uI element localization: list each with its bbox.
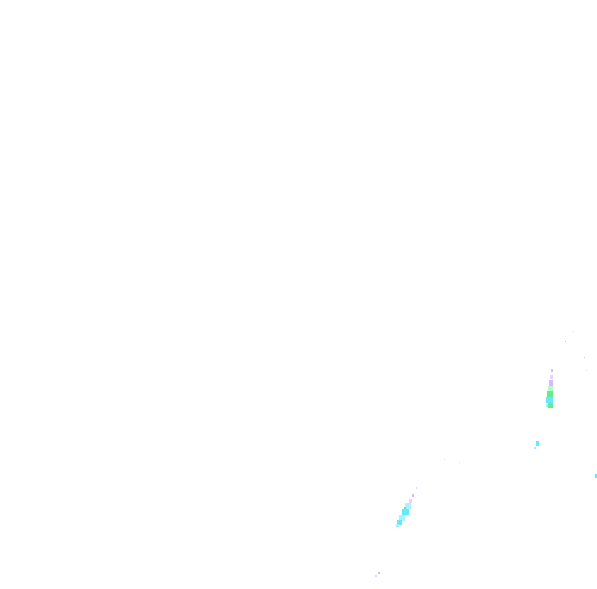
speckle (412, 494, 414, 497)
speckle (375, 575, 377, 577)
speckle (404, 507, 406, 509)
speckle (546, 397, 553, 403)
speckle-cluster-lower (375, 487, 417, 577)
speckle (546, 404, 548, 407)
speckle (396, 524, 399, 527)
speckle (550, 375, 553, 379)
speckle (405, 503, 411, 509)
speckle (586, 370, 587, 371)
speckle (595, 474, 597, 478)
speckle (548, 386, 553, 391)
speckle-cluster-upper (444, 331, 597, 478)
speckle (399, 515, 405, 521)
speckle (584, 357, 585, 358)
speckle (397, 520, 402, 525)
speckle (549, 380, 553, 386)
speckle (534, 447, 536, 449)
speckle (402, 509, 409, 515)
speckle (409, 499, 412, 503)
speckle (548, 403, 553, 408)
speckle (444, 459, 445, 460)
speckle (551, 369, 553, 372)
speckle (547, 391, 553, 397)
speckle (536, 441, 539, 446)
speckle (459, 462, 460, 463)
speckle (378, 572, 380, 574)
speckle (565, 341, 566, 342)
speckle (416, 487, 417, 489)
speckle (573, 331, 574, 332)
